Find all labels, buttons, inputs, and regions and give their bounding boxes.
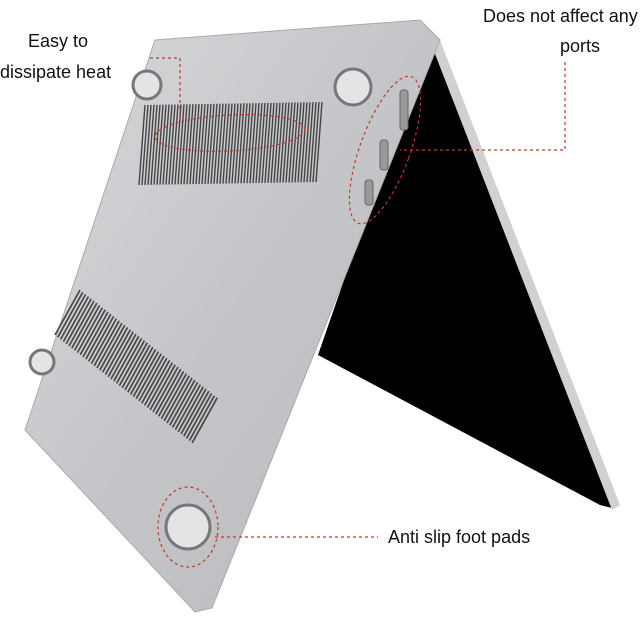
vents: [54, 101, 323, 444]
callout-lines: [150, 57, 566, 568]
foot-pads: [28, 67, 373, 551]
callout-heat-line2: dissipate heat: [0, 62, 112, 82]
ports: [364, 89, 409, 206]
callout-heat-line1: Easy to: [28, 31, 89, 51]
laptop-base: [24, 19, 441, 613]
callout-ports-line1: Does not affect any: [483, 6, 638, 26]
callout-ports-line2: ports: [560, 36, 601, 56]
callout-feet: Anti slip foot pads: [388, 527, 531, 547]
